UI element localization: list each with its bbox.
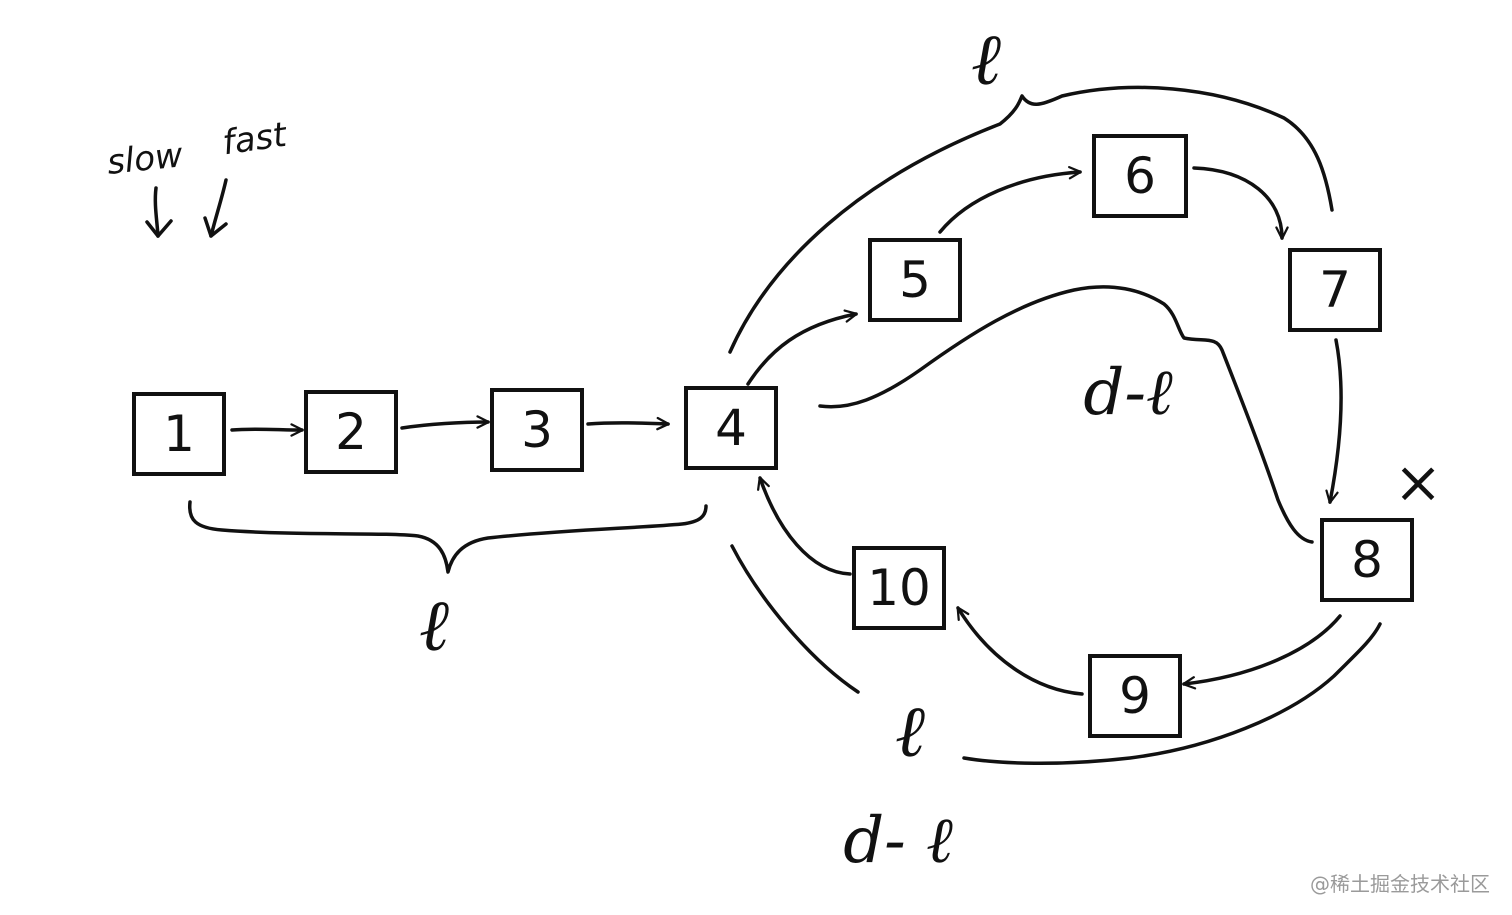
node-7-label: 7	[1319, 261, 1351, 319]
edge-5-to-6	[938, 165, 1082, 234]
edge-3-to-4	[586, 416, 670, 431]
outer-remaining-label: d- ℓ	[843, 804, 953, 878]
node-4-label: 4	[715, 399, 747, 457]
node-6-label: 6	[1124, 147, 1156, 205]
node-3: 3	[490, 388, 584, 472]
node-5-label: 5	[899, 251, 931, 309]
outer-remaining-path	[962, 622, 1382, 766]
loop-top-arc	[728, 85, 1334, 354]
edge-1-to-2	[230, 423, 304, 437]
node-2-label: 2	[335, 403, 367, 461]
slow-pointer-label: slow	[105, 135, 185, 183]
edge-9-to-10	[956, 606, 1084, 696]
node-7: 7	[1288, 248, 1382, 332]
node-3-label: 3	[521, 401, 553, 459]
node-10: 10	[852, 546, 946, 630]
node-10-label: 10	[867, 559, 931, 617]
edge-7-to-8	[1325, 338, 1343, 504]
loop-bottom-arc	[730, 544, 860, 694]
inner-remaining-path	[818, 285, 1314, 544]
edge-8-to-9	[1182, 614, 1342, 690]
meet-point-mark: ×	[1394, 448, 1443, 516]
edge-2-to-3	[400, 415, 490, 430]
node-6: 6	[1092, 134, 1188, 218]
inner-remaining-label: d-ℓ	[1083, 356, 1173, 430]
fast-pointer-label: fast	[220, 115, 290, 164]
fast-pointer-arrow	[203, 178, 228, 238]
loop-top-length-label: ℓ	[971, 17, 1001, 101]
slow-pointer-arrow	[145, 186, 173, 238]
node-1-label: 1	[163, 405, 195, 463]
node-9: 9	[1088, 654, 1182, 738]
edge-6-to-7	[1192, 166, 1289, 240]
tail-length-brace	[187, 500, 708, 574]
node-8-label: 8	[1351, 531, 1383, 589]
watermark: @稀土掘金技术社区	[1310, 872, 1490, 896]
node-9-label: 9	[1119, 667, 1151, 725]
node-5: 5	[868, 238, 962, 322]
node-4: 4	[684, 386, 778, 470]
loop-bottom-length-label: ℓ	[895, 689, 925, 773]
node-8: 8	[1320, 518, 1414, 602]
node-2: 2	[304, 390, 398, 474]
tail-length-label: ℓ	[419, 583, 449, 667]
edge-10-to-4	[757, 476, 852, 576]
edge-4-to-5	[746, 309, 858, 386]
node-1: 1	[132, 392, 226, 476]
